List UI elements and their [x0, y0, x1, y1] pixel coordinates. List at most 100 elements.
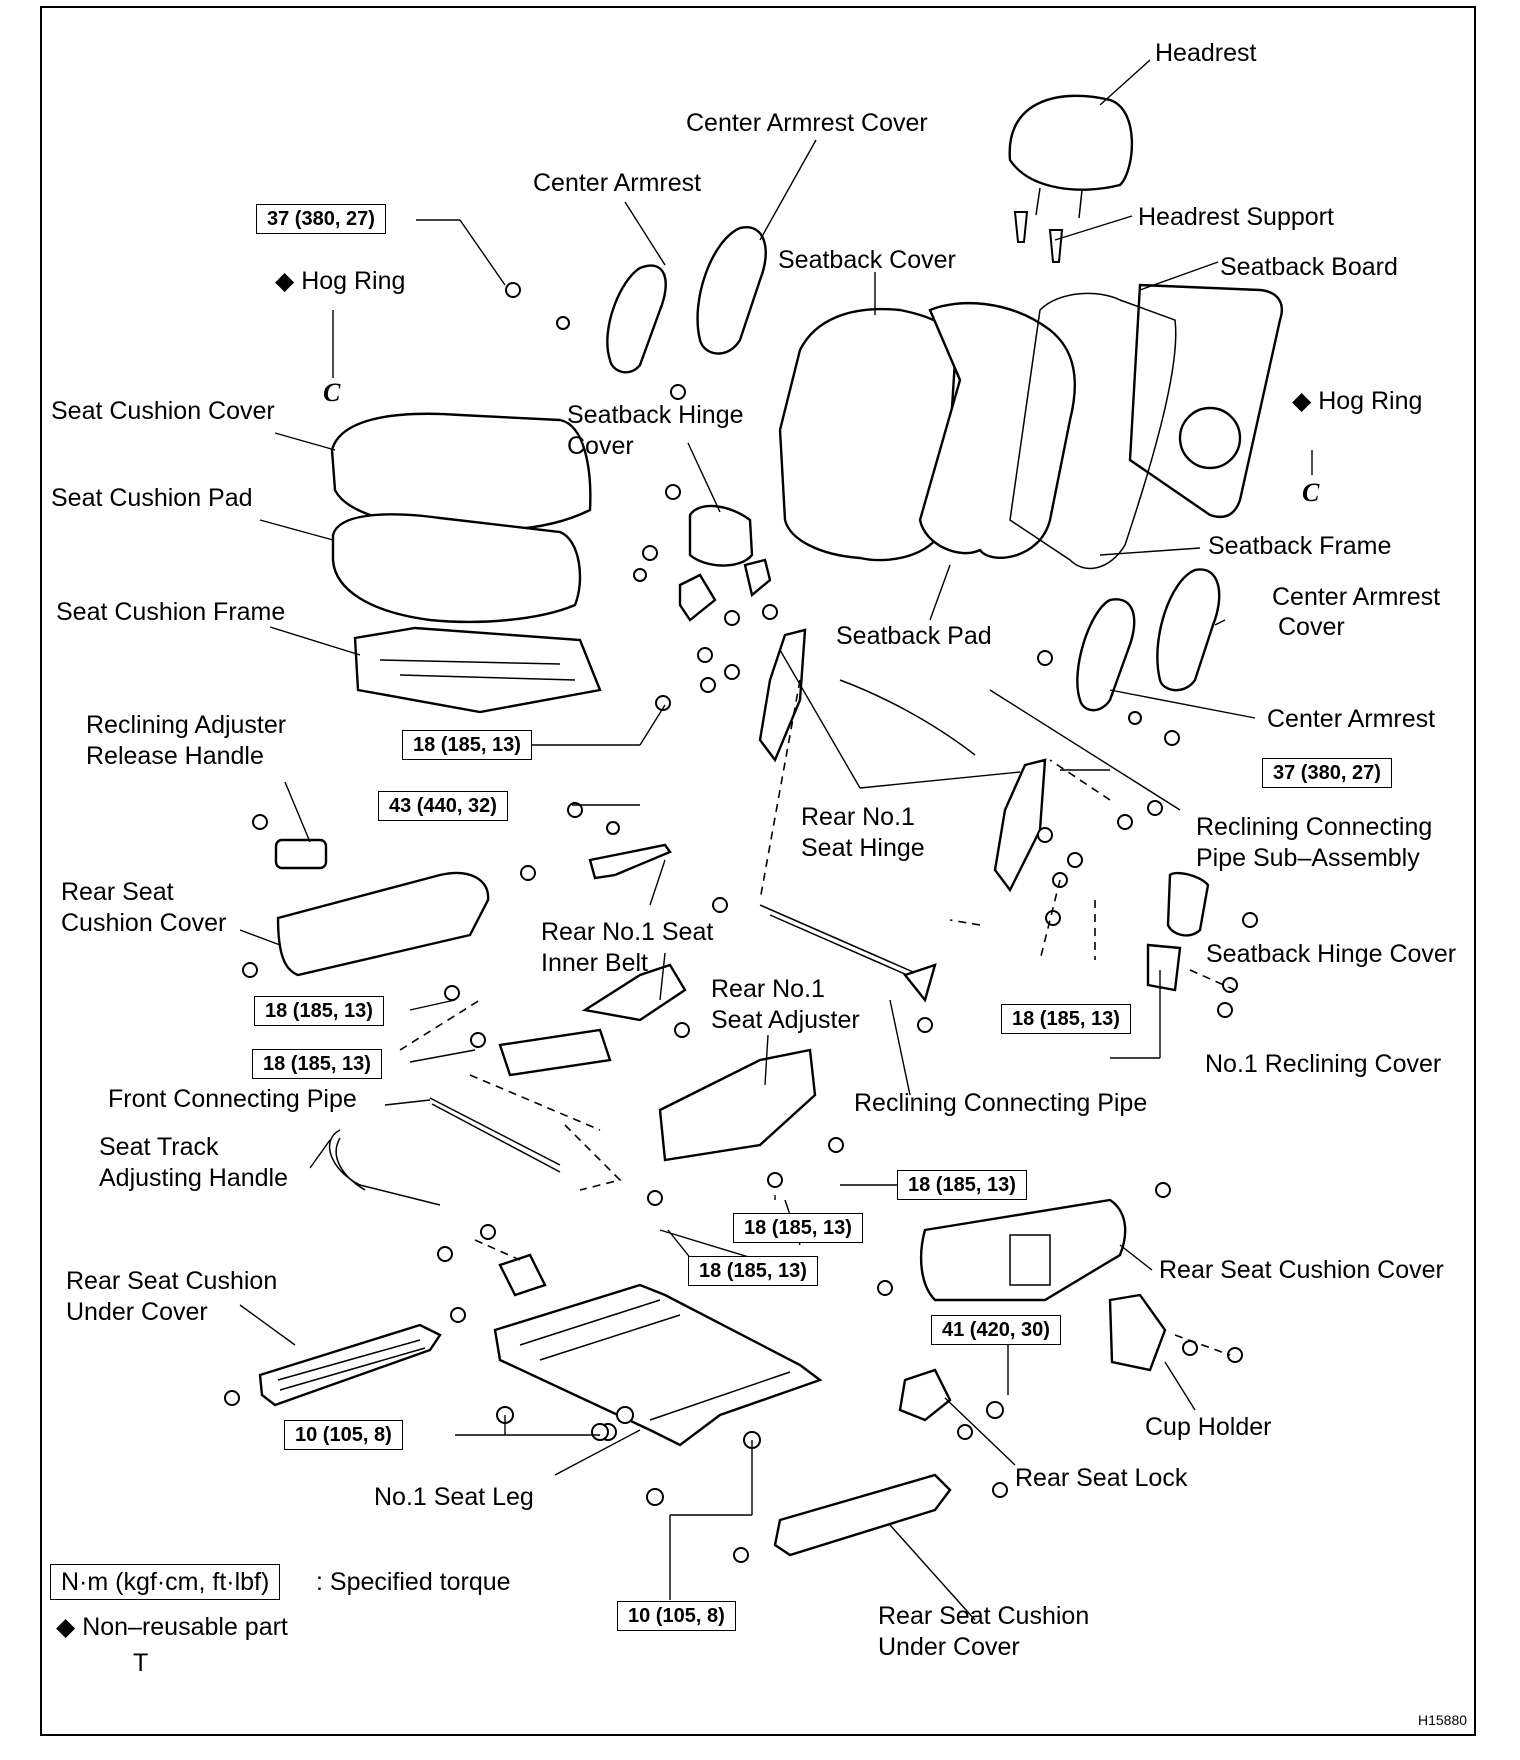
torque-18-d: 18 (185, 13): [733, 1213, 863, 1243]
label-center-armrest-top: Center Armrest: [533, 169, 702, 197]
label-rear-seat-cushion-under-cover-bottom-l2: Under Cover: [878, 1633, 1020, 1661]
inner-belt-part: [581, 963, 687, 1022]
label-seat-cushion-cover: Seat Cushion Cover: [51, 397, 275, 425]
non-reusable-diamond-icon: ◆: [1292, 387, 1312, 415]
label-seatback-hinge-cover-l1: Seatback Hinge: [567, 401, 744, 429]
hog-ring-right-text: Hog Ring: [1318, 387, 1423, 415]
label-front-connecting-pipe: Front Connecting Pipe: [108, 1085, 357, 1113]
no1-reclining-cover-part: [1146, 943, 1182, 992]
label-reclining-adjuster-l1: Reclining Adjuster: [86, 711, 287, 739]
label-hog-ring-right: ◆ Hog Ring: [1292, 386, 1422, 417]
label-rear-seat-cushion-under-cover-left-l1: Rear Seat Cushion: [66, 1267, 278, 1295]
label-seat-track-handle-l2: Adjusting Handle: [99, 1164, 289, 1192]
headrest-part: [1008, 94, 1134, 263]
label-seatback-frame: Seatback Frame: [1208, 532, 1392, 560]
label-center-armrest-cover-top: Center Armrest Cover: [686, 109, 928, 137]
label-seat-cushion-pad: Seat Cushion Pad: [51, 484, 253, 512]
seat-track-handle-part: [329, 1129, 441, 1206]
torque-18-right: 18 (185, 13): [1001, 1004, 1131, 1034]
label-rear-seat-cushion-cover-left-l1: Rear Seat: [61, 878, 174, 906]
non-reusable-diamond-icon: ◆: [275, 267, 295, 295]
seatback-pad-part: [918, 301, 1076, 559]
seat-cushion-pad-part: [331, 513, 582, 624]
label-rear-seat-cushion-under-cover-bottom-l1: Rear Seat Cushion: [878, 1602, 1090, 1630]
label-rear-no1-seat-adjuster-l2: Seat Adjuster: [711, 1006, 860, 1034]
label-seatback-board: Seatback Board: [1220, 253, 1398, 281]
reclining-release-handle-part: [274, 838, 328, 870]
torque-18-c: 18 (185, 13): [897, 1170, 1027, 1200]
label-seatback-pad: Seatback Pad: [836, 622, 992, 650]
label-headrest: Headrest: [1155, 39, 1257, 67]
legend-non-reusable-text: Non–reusable part: [82, 1613, 288, 1641]
front-connecting-pipe-part: [429, 1097, 561, 1173]
no1-seat-leg-part: [493, 1283, 823, 1447]
label-rear-seat-lock: Rear Seat Lock: [1015, 1464, 1188, 1492]
torque-43: 43 (440, 32): [378, 791, 508, 821]
hog-ring-left-text: Hog Ring: [301, 267, 406, 295]
torque-10-left: 10 (105, 8): [284, 1420, 403, 1450]
label-rear-seat-cushion-under-cover-left-l2: Under Cover: [66, 1298, 208, 1326]
release-lever-part: [588, 843, 672, 880]
seatback-hinge-cover-right-part: [1166, 871, 1210, 937]
label-rear-no1-seat-inner-belt-l1: Rear No.1 Seat: [541, 918, 714, 946]
label-rear-no1-seat-adjuster-l1: Rear No.1: [711, 975, 825, 1003]
diagram-frame: [40, 6, 1476, 1736]
rear-seat-cushion-cover-right-part: [919, 1198, 1127, 1302]
non-reusable-diamond-icon: ◆: [56, 1613, 76, 1641]
label-rear-no1-seat-hinge-l1: Rear No.1: [801, 803, 915, 831]
center-armrest-right-part: [1076, 598, 1136, 712]
label-seat-cushion-frame: Seat Cushion Frame: [56, 598, 286, 626]
torque-10-bottom: 10 (105, 8): [617, 1601, 736, 1631]
label-reclining-connecting-pipe: Reclining Connecting Pipe: [854, 1089, 1148, 1117]
rear-seat-cushion-under-cover-left-part: [258, 1323, 442, 1407]
label-no1-seat-leg: No.1 Seat Leg: [374, 1483, 534, 1511]
torque-37-top: 37 (380, 27): [256, 204, 386, 234]
legend-torque-unit-box: N·m (kgf·cm, ft·lbf): [50, 1564, 281, 1600]
dashed-alignment-lines: [399, 679, 1236, 1356]
reclining-connecting-pipe-sub-part: [839, 679, 976, 756]
label-cup-holder: Cup Holder: [1145, 1413, 1272, 1441]
seat-cushion-frame-part: [353, 626, 602, 714]
seatback-hinge-cover-part: [688, 504, 754, 567]
torque-18-b: 18 (185, 13): [252, 1049, 382, 1079]
hog-ring-left-icon: C: [323, 378, 341, 407]
torque-41: 41 (420, 30): [931, 1315, 1061, 1345]
label-seatback-hinge-cover-l2: Cover: [567, 432, 634, 460]
legend-non-reusable: ◆ Non–reusable part: [56, 1612, 288, 1642]
label-reclining-adjuster-l2: Release Handle: [86, 742, 264, 770]
rear-seat-cushion-cover-left-part: [276, 871, 490, 977]
legend-torque-text: : Specified torque: [316, 1568, 511, 1596]
label-rear-no1-seat-inner-belt-l2: Inner Belt: [541, 949, 649, 977]
label-hog-ring-left: ◆ Hog Ring: [275, 266, 405, 297]
torque-37-right: 37 (380, 27): [1262, 758, 1392, 788]
cup-holder-part: [1108, 1293, 1167, 1372]
center-armrest-cover-right-part: [1156, 568, 1221, 692]
seat-hinge-left-part: [758, 628, 807, 763]
seat-cushion-cover-part: [330, 412, 592, 532]
label-center-armrest-right: Center Armrest: [1267, 705, 1436, 733]
label-reclining-connecting-pipe-sub-l2: Pipe Sub–Assembly: [1196, 844, 1420, 872]
label-seatback-hinge-cover-right: Seatback Hinge Cover: [1206, 940, 1457, 968]
label-reclining-connecting-pipe-sub-l1: Reclining Connecting: [1196, 813, 1433, 841]
rear-seat-cushion-under-cover-bottom-part: [773, 1473, 952, 1557]
rear-seat-lock-part: [898, 1368, 952, 1422]
leader-lines: [239, 59, 1313, 1621]
torque-18-a: 18 (185, 13): [254, 996, 384, 1026]
rear-no1-seat-adjuster-part: [658, 1048, 817, 1162]
label-rear-no1-seat-hinge-l2: Seat Hinge: [801, 834, 925, 862]
label-center-armrest-cover-right-l1: Center Armrest: [1272, 583, 1441, 611]
label-rear-seat-cushion-cover-right: Rear Seat Cushion Cover: [1159, 1256, 1444, 1284]
center-armrest-cover-part: [696, 225, 767, 355]
legend-t-mark: T: [133, 1649, 149, 1677]
hog-ring-right-icon: C: [1302, 478, 1320, 507]
label-seatback-cover: Seatback Cover: [778, 246, 956, 274]
label-no1-reclining-cover: No.1 Reclining Cover: [1205, 1050, 1442, 1078]
figure-id: H15880: [1418, 1712, 1468, 1728]
label-headrest-support: Headrest Support: [1138, 203, 1334, 231]
label-rear-seat-cushion-cover-left-l2: Cushion Cover: [61, 909, 227, 937]
label-center-armrest-cover-right-l2: Cover: [1278, 613, 1345, 641]
rear-no1-seat-hinge-part: [993, 758, 1047, 893]
torque-18-hinge: 18 (185, 13): [402, 730, 532, 760]
reclining-connecting-pipe-part: [759, 904, 931, 986]
